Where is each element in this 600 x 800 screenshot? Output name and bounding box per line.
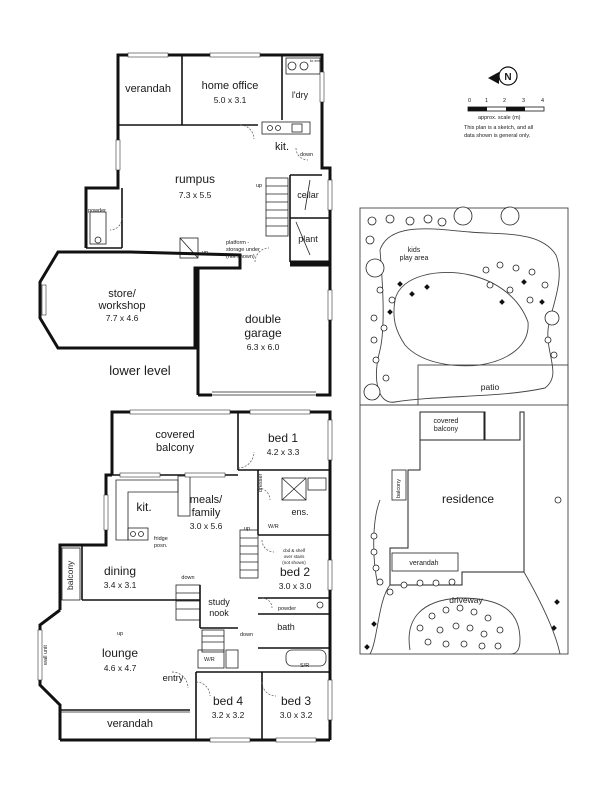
site-covered: covered (434, 418, 459, 425)
room-verandah-lower: verandah (125, 83, 171, 95)
site-balcony: balcony (396, 479, 402, 498)
room-store-dim: 7.7 x 4.6 (106, 313, 139, 323)
room-verandah-upper: verandah (107, 718, 153, 730)
room-laundry: l'dry (292, 90, 309, 100)
lower-level-labels: verandah home office 5.0 x 3.1 l'dry kit… (88, 80, 319, 378)
scale-note-1: This plan is a sketch, and all (464, 125, 533, 131)
room-covered-balcony-2: balcony (156, 442, 194, 454)
room-workshop: workshop (97, 300, 145, 312)
room-rumpus-dim: 7.3 x 5.5 (179, 190, 212, 200)
room-plant: plant (298, 234, 318, 244)
site-covered-balcony: balcony (434, 426, 459, 433)
room-entry: entry (162, 673, 183, 684)
room-cellar: cellar (297, 190, 319, 200)
up-label-platform: up (202, 250, 208, 256)
wall-unit-label: wall unit (43, 645, 49, 666)
platform-line-2: storage under (226, 247, 260, 253)
room-bed2-dim: 3.0 x 3.0 (279, 581, 312, 591)
sir-label: S/R (300, 663, 309, 669)
scale-tick-2: 2 (503, 98, 506, 104)
scale-tick-1: 1 (485, 98, 488, 104)
room-home-office: home office (202, 80, 259, 92)
down-label-upper: down (181, 575, 194, 581)
room-bed4: bed 4 (213, 694, 243, 708)
room-home-office-dim: 5.0 x 3.1 (214, 95, 247, 105)
site-patio: patio (481, 382, 500, 392)
room-lounge-dim: 4.6 x 4.7 (104, 663, 137, 673)
site-labels: kids play area patio covered balcony res… (396, 247, 499, 605)
site-kids: kids (408, 247, 421, 254)
scale-tick-4: 4 (541, 98, 544, 104)
cbd-label-1: cbd & shelf (283, 548, 306, 553)
room-meals: meals/ (190, 494, 223, 506)
room-covered-balcony-1: covered (155, 429, 194, 441)
scale-tick-3: 3 (522, 98, 525, 104)
scale-bar: 0 1 2 3 4 approx. scale (m) This plan is… (464, 98, 545, 139)
site-residence: residence (442, 492, 494, 506)
cbd-label-3: (not shown) (282, 560, 306, 565)
room-bath: bath (277, 622, 295, 632)
site-plan (359, 206, 569, 655)
room-rumpus: rumpus (175, 172, 215, 186)
room-powder-lower: powder (88, 208, 106, 214)
room-nook: nook (209, 608, 229, 618)
lower-level-plan: to ens (38, 52, 333, 397)
down-label-lower: down (300, 152, 313, 158)
wir-label-1: W/R (268, 524, 279, 530)
covered-balcony-site (419, 411, 485, 441)
upper-level-plan (37, 409, 333, 743)
room-bed1: bed 1 (268, 431, 298, 445)
room-garage: garage (244, 326, 282, 340)
level-label-lower: lower level (109, 363, 171, 378)
residence-footprint (389, 411, 525, 586)
wir-label-2: W/R (204, 657, 215, 663)
room-double: double (245, 312, 281, 326)
room-bed3: bed 3 (281, 694, 311, 708)
upper-level-labels: covered balcony bed 1 4.2 x 3.3 kit. mea… (43, 429, 313, 730)
cbd-label-2: over stairs (284, 554, 306, 559)
up-label-upper: up (244, 526, 250, 532)
room-ensuite: ens. (291, 507, 308, 517)
room-garage-dim: 6.3 x 6.0 (247, 342, 280, 352)
scale-title: approx. scale (m) (478, 115, 521, 121)
room-bed4-dim: 3.2 x 3.2 (212, 710, 245, 720)
room-meals-dim: 3.0 x 5.6 (190, 521, 223, 531)
site-verandah: verandah (409, 560, 438, 567)
compass-icon: N (488, 66, 518, 86)
down-label-entry: down (240, 632, 253, 638)
room-kitchen: kit. (136, 500, 151, 514)
site-play-area: play area (400, 255, 429, 262)
scale-note-2: data shown is general only. (464, 133, 531, 139)
up-label-lower: up (256, 183, 262, 189)
room-bed3-dim: 3.0 x 3.2 (280, 710, 313, 720)
room-lounge: lounge (102, 646, 138, 660)
room-powder-upper: powder (278, 606, 296, 612)
site-driveway: driveway (449, 595, 483, 605)
room-kitchenette-lower: kit. (275, 141, 289, 153)
scale-tick-0: 0 (468, 98, 471, 104)
compass-letter: N (504, 72, 511, 83)
platform-line-3: (not shown) (226, 254, 255, 260)
room-study: study (208, 597, 230, 607)
platform-line-1: platform - (226, 240, 249, 246)
to-ens-label: to ens (310, 58, 321, 63)
up-label-lounge: up (117, 631, 123, 637)
room-balcony-side: balcony (65, 560, 75, 590)
room-dining-dim: 3.4 x 3.1 (104, 580, 137, 590)
fridge-label-1: fridge (154, 536, 168, 542)
room-family: family (192, 507, 221, 519)
room-dining: dining (104, 564, 136, 578)
room-store: store/ (108, 288, 136, 300)
fridge-label-2: posn. (154, 543, 168, 549)
room-bed2: bed 2 (280, 565, 310, 579)
room-bed1-dim: 4.2 x 3.3 (267, 447, 300, 457)
dresser-label: dresser (258, 473, 264, 492)
